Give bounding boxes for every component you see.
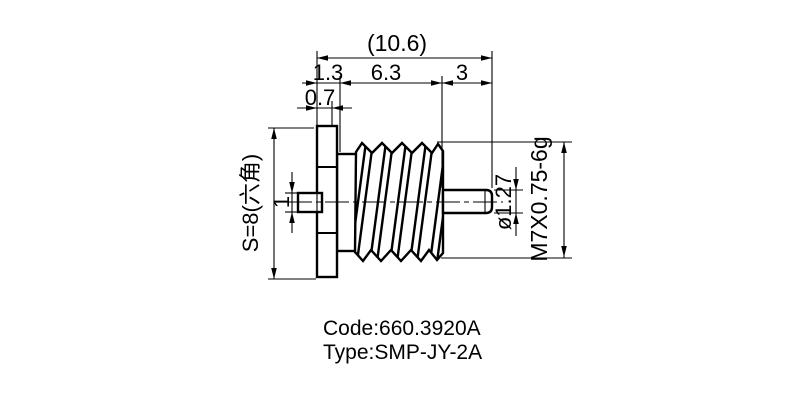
dim-thread-spec: M7X0.75-6g	[526, 136, 552, 261]
dim-pin-diameter: ø1.27	[491, 174, 516, 230]
part-type: Type:SMP-JY-2A	[323, 341, 482, 364]
dim-overall-length: (10.6)	[367, 30, 427, 56]
dim-flange-section: 1.3	[313, 60, 344, 85]
part-notes: Code:660.3920A Type:SMP-JY-2A	[323, 317, 482, 364]
dim-flange-thickness: 0.7	[305, 85, 336, 110]
dimension-labels: (10.6) 1.3 6.3 3 0.7 S=8(六角) 1 ø1.27 M7X…	[238, 30, 552, 262]
dim-thread-length: 6.3	[371, 60, 402, 85]
dim-left-pin-width: 1	[269, 196, 294, 208]
dim-pin-length: 3	[456, 60, 468, 85]
thread-outline	[353, 141, 445, 263]
extension-lines	[268, 51, 572, 280]
dimension-arrowheads	[271, 55, 567, 279]
part-code: Code:660.3920A	[323, 317, 481, 340]
dim-hex-size: S=8(六角)	[238, 154, 263, 252]
